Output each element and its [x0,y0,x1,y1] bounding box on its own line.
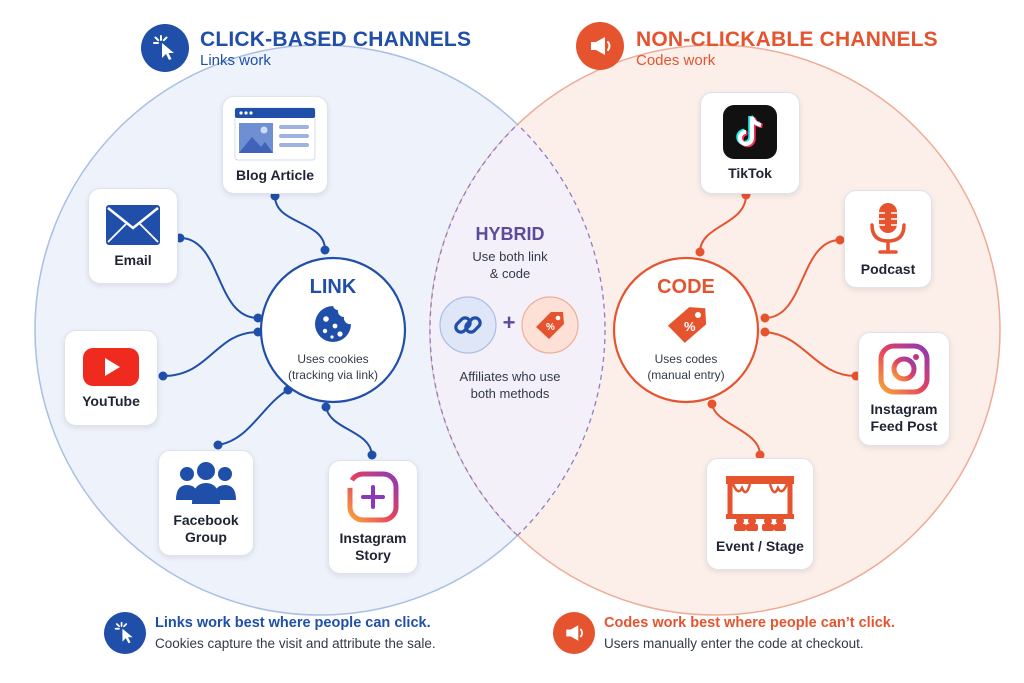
connector-podcast [764,239,841,319]
channel-card-email: Email [88,188,178,284]
channel-label: Blog Article [235,166,315,183]
channel-label: Instagram Story [339,530,407,563]
channel-card-youtube: YouTube [64,330,158,426]
hybrid-boundary [430,45,606,615]
footer-left-icon [104,612,146,654]
microphone-icon [870,202,906,254]
svg-text:%: % [684,319,696,334]
channel-card-facebook-group: Facebook Group [158,450,254,556]
cookie-icon [315,306,351,342]
instagram-story-icon [347,471,399,523]
footer-right-icon [553,612,595,654]
noclick-header-subtitle: Codes work [636,52,716,69]
code-hub-text: Uses codes (manual entry) [647,352,725,382]
blog-article-icon [234,107,316,160]
channel-card-tiktok: TikTok [700,92,800,194]
stage-icon [726,475,794,531]
connector-blog [274,195,326,251]
svg-text:%: % [546,322,555,333]
link-hub-text: Uses cookies (tracking via link) [287,352,379,382]
tiktok-icon [723,104,777,159]
megaphone-icon [591,37,611,55]
channel-card-instagram-story: Instagram Story [328,460,418,574]
link-chain-icon [454,316,482,334]
hybrid-caption: Affiliates who use both methods [459,369,561,401]
channel-card-instagram-feed-post: Instagram Feed Post [858,332,950,446]
envelope-icon [106,204,160,245]
noclick-header-title: NON-CLICKABLE CHANNELS [636,28,938,51]
channel-label: Facebook Group [173,512,239,545]
code-hub-title: CODE [657,276,715,298]
channel-card-podcast: Podcast [844,190,932,288]
hybrid-subtitle: Use both link & code [472,249,548,281]
megaphone-icon [566,625,583,641]
channel-label: YouTube [82,392,140,409]
channel-label: Event / Stage [716,537,804,554]
connector-tiktok [699,194,747,253]
cursor-click-icon [153,35,174,60]
youtube-icon [83,347,139,386]
connector-facebook [217,389,289,446]
channel-label: Email [114,251,152,268]
discount-tag-icon: % [536,312,564,339]
channel-card-event-stage: Event / Stage [706,458,814,570]
cursor-click-icon [114,621,133,644]
footer-right-title: Codes work best where people can’t click… [604,615,895,631]
link-hub-title: LINK [309,276,357,298]
instagram-icon [878,343,930,395]
group-icon [176,462,236,504]
connector-youtube [162,331,259,377]
noclick-header-icon [576,22,624,70]
channel-label: Instagram Feed Post [870,401,938,434]
connector-event [711,403,761,456]
footer-left-title: Links work best where people can click. [155,615,431,631]
tag-icon: % [667,307,707,343]
hybrid-plus: + [502,310,516,335]
connector-email [179,237,259,319]
channel-label: Podcast [860,260,916,277]
connector-instagram-story [325,406,373,456]
channel-label: TikTok [728,164,772,181]
click-header-title: CLICK-BASED CHANNELS [200,28,472,51]
click-header-subtitle: Links work [200,52,271,69]
connector-instagram-feed [764,331,857,377]
channel-card-blog-article: Blog Article [222,96,328,194]
footer-left-text: Cookies capture the visit and attribute … [155,636,436,651]
click-header-icon [141,24,189,72]
footer-right-text: Users manually enter the code at checkou… [604,636,864,651]
hybrid-title: HYBRID [475,224,545,244]
